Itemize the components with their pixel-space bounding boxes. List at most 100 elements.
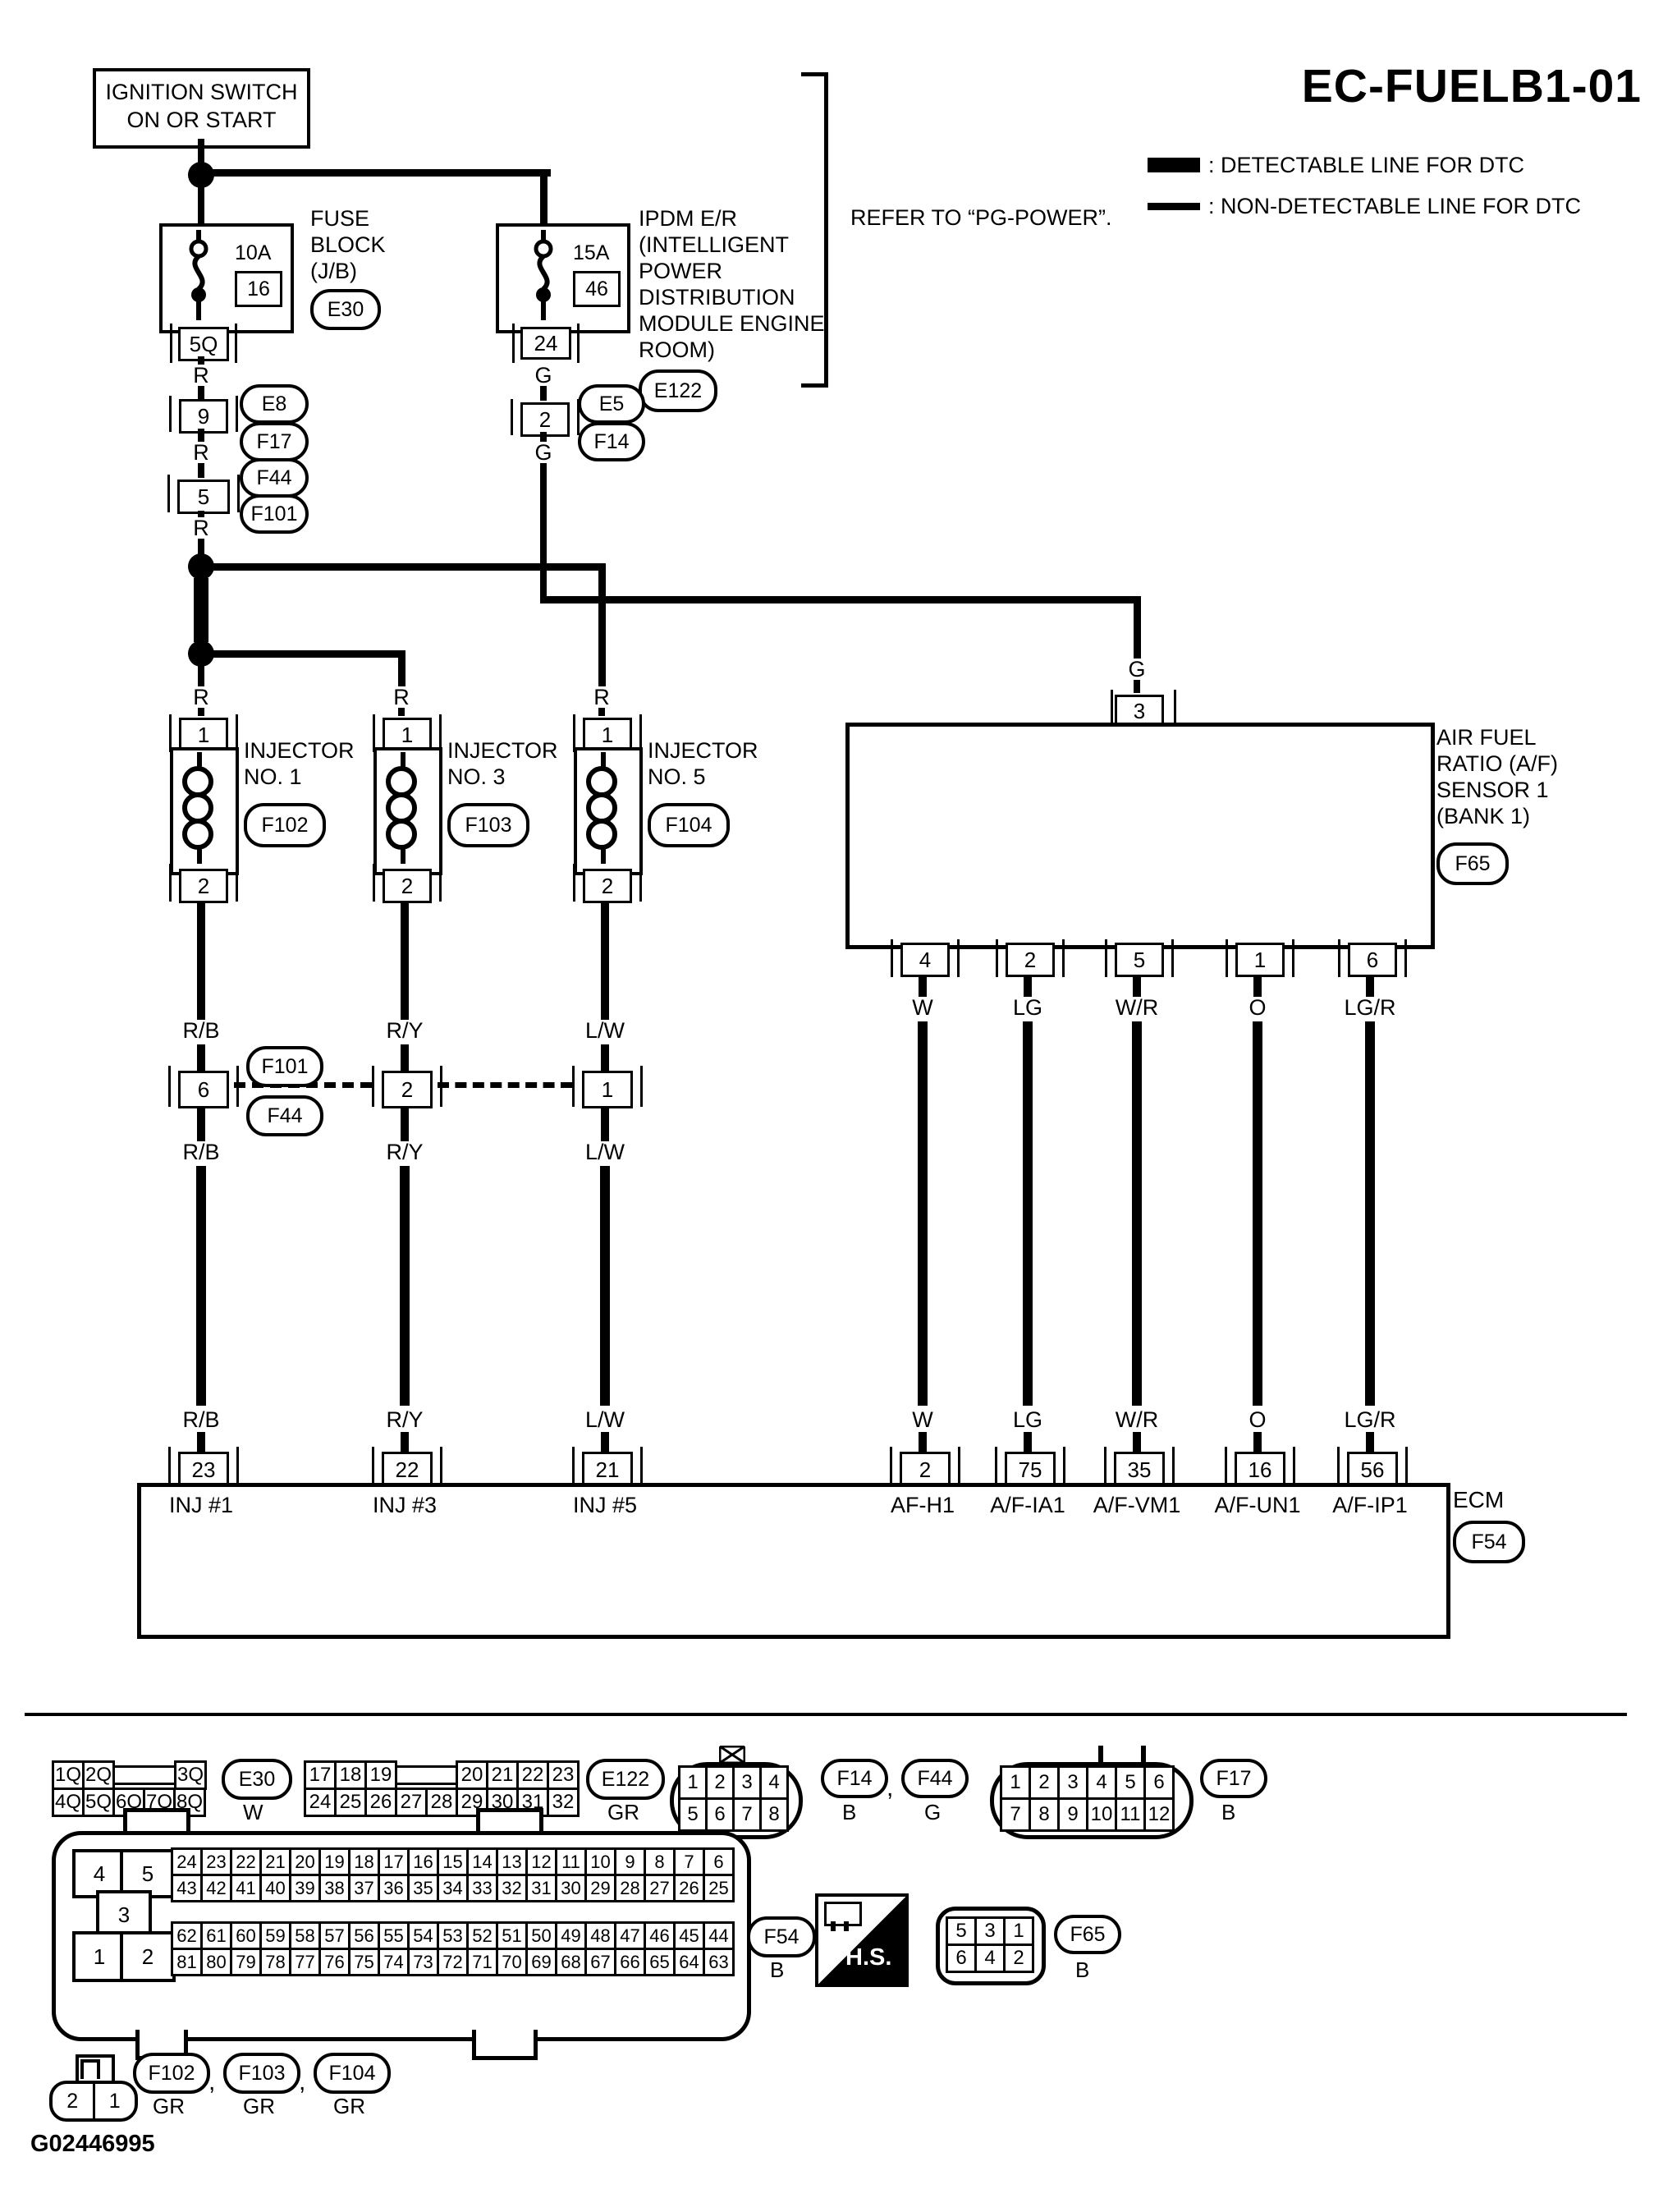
grid-pin-cell: 81 xyxy=(171,1948,203,1976)
pin-shell xyxy=(511,399,580,435)
grid-pin-cell: 4 xyxy=(974,1944,1006,1973)
grid-pin-cell: 77 xyxy=(289,1948,321,1976)
bracket-tick-bottom xyxy=(801,383,824,388)
pin-shell xyxy=(169,714,238,752)
ecm-pin-label: A/F-UN1 xyxy=(1214,1493,1301,1517)
grid-pin-cell: 20 xyxy=(289,1847,321,1876)
grid-pin-cell: 40 xyxy=(259,1874,291,1902)
grid-pin-cell: 3 xyxy=(974,1916,1006,1946)
sensor-pin: 5 xyxy=(1115,943,1164,977)
wire-segment xyxy=(540,432,547,442)
injector3-pin-bottom: 2 xyxy=(383,869,432,903)
legend-thin-line-swatch xyxy=(1148,203,1200,210)
grid-blank-cell xyxy=(112,1765,176,1785)
grid-pin-cell: 73 xyxy=(407,1948,439,1976)
grid-pin-cell: 20 xyxy=(456,1760,488,1790)
wire-segment xyxy=(1253,977,1262,997)
pin-box-5: 5 xyxy=(177,480,230,514)
grid-pin-cell: 32 xyxy=(547,1787,580,1817)
wire-color-label: LG/R xyxy=(1333,997,1407,1019)
grid-pin-cell: 59 xyxy=(259,1921,291,1950)
f54-bottom-tab xyxy=(472,2030,538,2060)
grid-pin-cell: 12 xyxy=(525,1847,557,1876)
grid-pin-cell: 10 xyxy=(1086,1797,1117,1832)
grid-pin-cell: 1 xyxy=(678,1765,708,1800)
wire-segment xyxy=(398,650,405,686)
injector5-pin-bottom: 2 xyxy=(583,869,632,903)
wire-color-label: LG/R xyxy=(1333,1409,1407,1431)
grid-pin-cell: 8 xyxy=(759,1797,789,1832)
grid-pin-cell: 57 xyxy=(318,1921,351,1950)
wire-color-label: L/W xyxy=(568,1409,642,1431)
grid-pin-cell: 1 xyxy=(1000,1765,1031,1800)
connector-color: B xyxy=(842,1800,857,1824)
grid-pin-cell: 7 xyxy=(673,1847,705,1876)
refer-note: REFER TO “PG-POWER”. xyxy=(850,205,1112,230)
pin-shell xyxy=(573,714,642,752)
connector-oval-e122: E122 xyxy=(586,1759,665,1800)
wire-color-label: R/Y xyxy=(368,1020,442,1042)
wire-color-label: R xyxy=(188,442,214,464)
keyway-tick xyxy=(1141,1746,1146,1764)
ecm-pin-label: A/F-IA1 xyxy=(990,1493,1065,1517)
grid-pin-cell: 65 xyxy=(644,1948,676,1976)
pin-shell xyxy=(996,939,1065,977)
bracket-tick-top xyxy=(801,72,824,76)
grid-blank-cell xyxy=(395,1765,458,1785)
grid-pin-cell: 24 xyxy=(304,1787,337,1817)
wire-segment-thick xyxy=(918,1021,928,1406)
grid-pin-cell: 27 xyxy=(395,1787,428,1817)
grid-pin-cell: 46 xyxy=(644,1921,676,1950)
wire-color-label: R xyxy=(188,517,214,539)
connector-color: W xyxy=(243,1800,263,1824)
grid-pin-cell: 6 xyxy=(705,1797,735,1832)
grid-pin-cell: 18 xyxy=(334,1760,367,1790)
fuse1-rating: 10A xyxy=(235,241,272,264)
connector-oval-f101: F101 xyxy=(240,494,309,534)
grid-pin-cell: 2 xyxy=(1003,1944,1034,1973)
wire-segment xyxy=(208,650,405,658)
wire-color-label: R/B xyxy=(164,1020,238,1042)
grid-pin-cell: 51 xyxy=(496,1921,528,1950)
pin-shell xyxy=(170,324,237,363)
inj-conn-pin: 2 xyxy=(66,2089,79,2113)
fuse-icon xyxy=(534,230,553,320)
wire-segment xyxy=(197,1044,205,1071)
grid-pin-cell: 7 xyxy=(1000,1797,1031,1832)
grid-pin-cell: 5Q xyxy=(82,1787,115,1817)
connector-oval-e122: E122 xyxy=(639,369,717,412)
wire-segment-thick xyxy=(1132,1021,1142,1406)
section-divider xyxy=(25,1713,1627,1716)
grid-pin-cell: 45 xyxy=(673,1921,705,1950)
pin-shell xyxy=(1226,939,1294,977)
sensor-pin: 2 xyxy=(1006,943,1055,977)
connector-color: GR xyxy=(153,2094,185,2118)
ecm-pin: 22 xyxy=(382,1452,433,1488)
grid-pin-cell: 29 xyxy=(584,1874,616,1902)
grid-pin-cell: 3 xyxy=(732,1765,762,1800)
grid-pin-cell: 4 xyxy=(759,1765,789,1800)
connector-color: G xyxy=(924,1800,942,1824)
grid-pin-cell: 23 xyxy=(200,1847,232,1876)
wire-color-label: W/R xyxy=(1100,1409,1174,1431)
inj-conn-tab-inner xyxy=(80,2059,100,2079)
connector-oval-f14: F14 xyxy=(578,422,645,461)
wire-color-label: O xyxy=(1221,997,1294,1019)
wire-segment xyxy=(919,977,927,997)
grid-pin-cell: 60 xyxy=(230,1921,262,1950)
grid-pin-cell: 2 xyxy=(1029,1765,1060,1800)
grid-pin-cell: 41 xyxy=(230,1874,262,1902)
separator-comma: , xyxy=(887,1774,894,1801)
sensor-pin: 6 xyxy=(1348,943,1397,977)
grid-pin-cell: 31 xyxy=(525,1874,557,1902)
connector-oval-f101: F101 xyxy=(246,1046,323,1087)
grid-pin-cell: 8 xyxy=(644,1847,676,1876)
grid-pin-cell: 1Q xyxy=(52,1760,85,1790)
wire-segment xyxy=(540,596,1141,603)
wire-color-label: G xyxy=(530,365,557,387)
grid-pin-cell: 21 xyxy=(259,1847,291,1876)
connector-oval-f102: F102 xyxy=(244,803,326,847)
grid-pin-cell: 11 xyxy=(1115,1797,1146,1832)
